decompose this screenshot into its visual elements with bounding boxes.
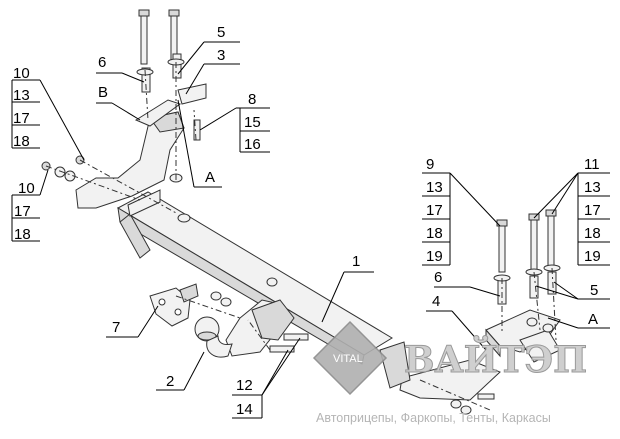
label-13-d: 13: [584, 179, 601, 196]
label-6-b: 6: [434, 269, 442, 286]
callout-group-mid-left: 10 17 18: [11, 169, 49, 243]
ball-mount-part-2: [194, 299, 295, 358]
socket-bracket-part-7: [149, 283, 199, 327]
watermark-subtitle: Автоприцепы, Фаркопы, Тенты, Каркасы: [316, 411, 551, 425]
callout-5-3-top: 5 3: [177, 24, 240, 95]
assembly-axes: [45, 62, 557, 411]
label-11: 11: [584, 156, 600, 173]
label-7: 7: [112, 319, 120, 336]
callout-2: 2: [156, 351, 205, 391]
callout-9-group: 9 13 17 18 19: [422, 156, 501, 266]
label-17: 17: [13, 110, 30, 127]
callout-1: 1: [321, 253, 374, 323]
label-18: 18: [13, 133, 30, 150]
label-B: B: [98, 84, 108, 101]
label-15: 15: [244, 114, 261, 131]
label-17-d: 17: [584, 202, 601, 219]
label-A: A: [205, 169, 215, 186]
callout-4: 4: [426, 293, 487, 351]
watermark: VITAL ВАЙТЭП Автоприцепы, Фаркопы, Тенты…: [312, 320, 588, 425]
label-19-b: 19: [584, 248, 601, 265]
label-13-c: 13: [426, 179, 443, 196]
right-bracket: [485, 309, 561, 363]
label-2: 2: [166, 373, 174, 390]
label-8: 8: [248, 91, 256, 108]
label-5: 5: [217, 24, 225, 41]
callout-5-right: 5: [535, 281, 610, 300]
vital-logo: VITAL: [312, 320, 388, 396]
watermark-brand: ВАЙТЭП: [404, 336, 587, 381]
callout-A-top: A: [177, 99, 222, 188]
label-10: 10: [13, 65, 30, 82]
label-4: 4: [432, 293, 440, 310]
callout-7: 7: [106, 305, 159, 338]
top-left-long-bolts: [136, 9, 185, 93]
label-14: 14: [236, 401, 253, 418]
label-5-b: 5: [590, 282, 598, 299]
callout-11-group: 11 13 17 18 19: [533, 156, 610, 266]
label-17-b: 17: [14, 203, 31, 220]
crossbar-part-1: [116, 189, 393, 365]
label-19-a: 19: [426, 248, 443, 265]
callout-6-right: 6: [434, 269, 501, 297]
label-12: 12: [236, 377, 253, 394]
right-long-bolts: [493, 209, 561, 305]
callout-A-right: A: [547, 311, 610, 329]
label-1: 1: [352, 253, 360, 270]
callout-6-B-top: 6 B: [96, 54, 145, 121]
label-A-b: A: [588, 311, 598, 328]
label-10-b: 10: [18, 180, 35, 197]
callout-8-15-16: 8 15 16: [199, 91, 270, 153]
label-13: 13: [13, 87, 30, 104]
label-3: 3: [217, 47, 225, 64]
bottom-right-plate: [379, 341, 501, 401]
vital-logo-text: VITAL: [333, 353, 363, 365]
label-16: 16: [244, 136, 261, 153]
label-9: 9: [426, 156, 434, 173]
label-6: 6: [98, 54, 106, 71]
label-18-b: 18: [14, 226, 31, 243]
callout-group-top-left: 10 13 17 18: [11, 65, 85, 161]
callout-12-14: 12 14: [232, 337, 301, 419]
label-17-c: 17: [426, 202, 443, 219]
label-18-d: 18: [584, 225, 601, 242]
label-18-c: 18: [426, 225, 443, 242]
small-fasteners: [41, 119, 554, 415]
